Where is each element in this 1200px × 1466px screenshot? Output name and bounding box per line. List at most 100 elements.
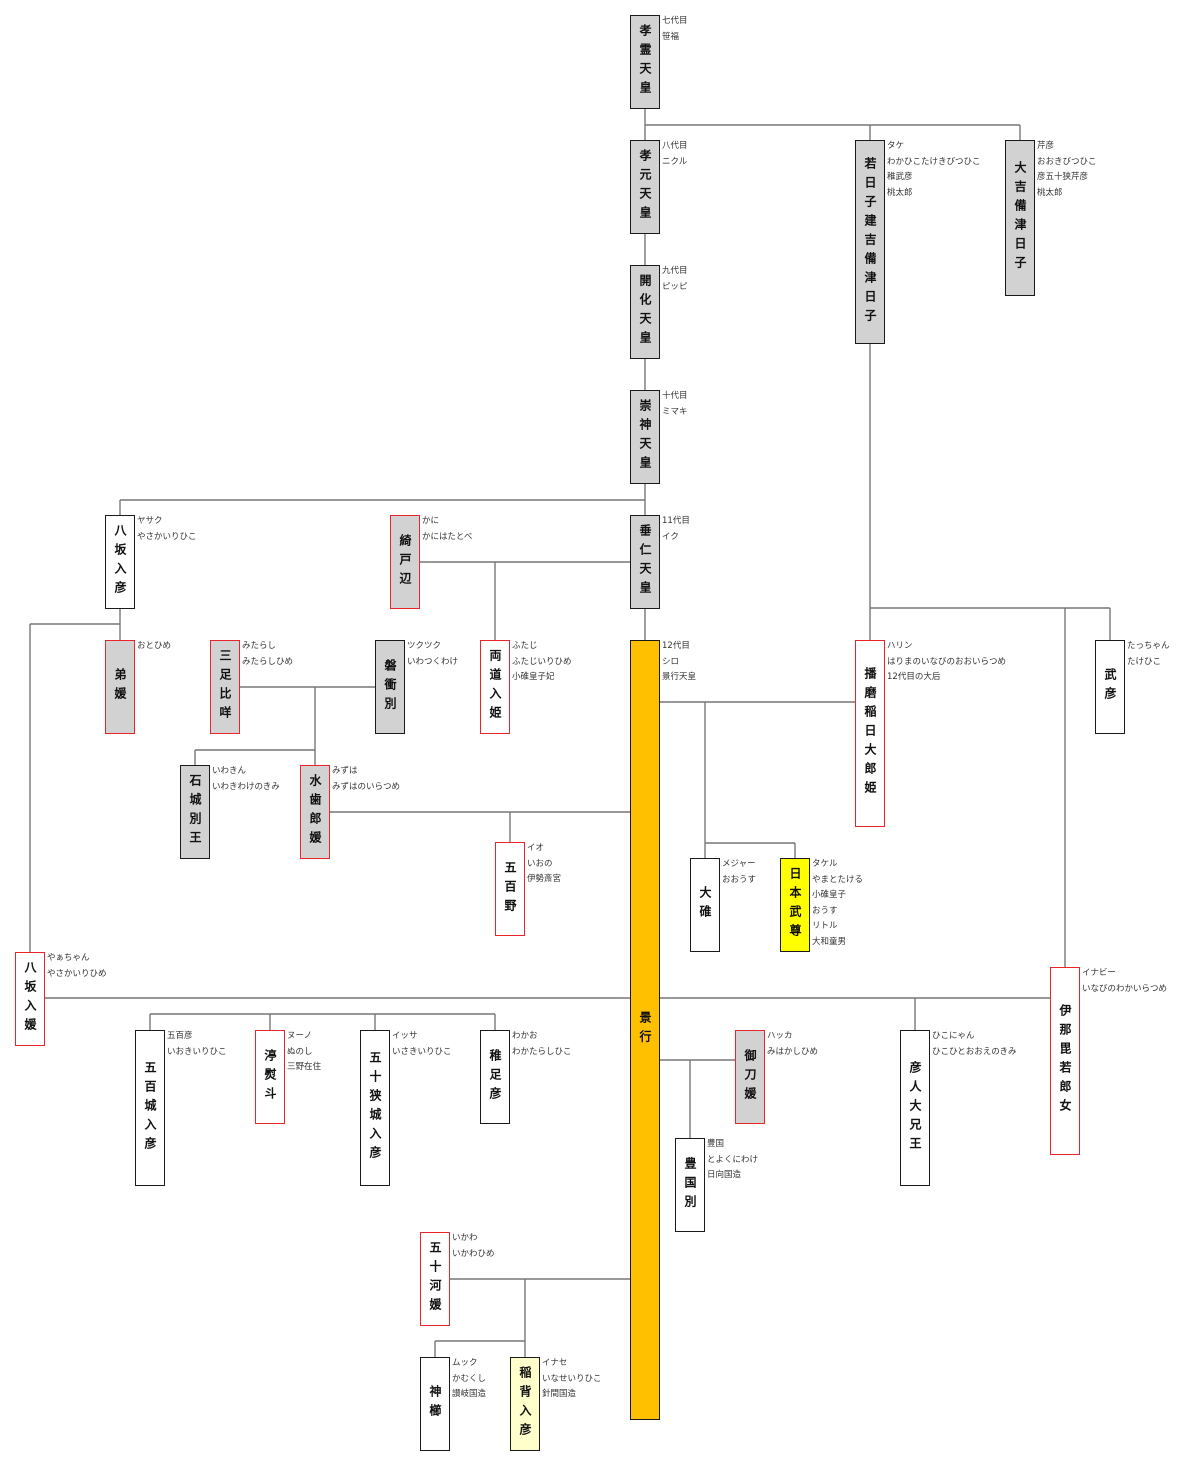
person-box-nunoshi: 渟熨斗 <box>255 1030 285 1124</box>
note-line: ニクル <box>662 156 688 167</box>
person-box-ousu: 大碓 <box>690 858 720 952</box>
note-line: イナセ <box>542 1358 568 1368</box>
person-name: 五十狭城入彦 <box>368 1051 382 1165</box>
person-notes: ハッカみはかしひめ <box>767 1029 818 1060</box>
note-line: ムック <box>452 1358 478 1368</box>
note-line: おとひめ <box>137 641 172 651</box>
person-notes: イナセいなせいりひこ針間国造 <box>542 1356 602 1403</box>
person-name: 稚足彦 <box>488 1048 502 1106</box>
person-name: 景行 <box>638 1011 652 1049</box>
person-notes: 11代目イク <box>662 514 690 545</box>
note-line: タケル <box>812 859 838 869</box>
person-notes: ふたじふたじいりひめ小碓皇子妃 <box>512 639 572 686</box>
note-line: はりまのいなびのおおいらつめ <box>887 656 1007 667</box>
person-notes: かにかにはたとべ <box>422 514 472 545</box>
person-box-ototohime: 弟媛 <box>105 640 135 734</box>
note-line: いわきわけのきみ <box>212 781 280 792</box>
note-line: 笹福 <box>662 31 680 42</box>
person-box-inabi: 伊那毘若郎女 <box>1050 967 1080 1155</box>
note-line: かむくし <box>452 1373 487 1384</box>
note-line: ハリン <box>887 641 913 651</box>
note-line: シロ <box>662 656 680 667</box>
note-line: やぁちゃん <box>47 953 90 963</box>
note-line: イオ <box>527 843 545 853</box>
note-line: 芹彦 <box>1037 141 1055 151</box>
note-line: 稚武彦 <box>887 172 913 182</box>
note-line: みずはのいらつめ <box>332 781 401 792</box>
note-line: いかわ <box>452 1233 478 1243</box>
person-notes: 九代目ピッピ <box>662 264 688 295</box>
person-box-inase: 稲背入彦 <box>510 1357 540 1451</box>
person-name: 御刀媛 <box>743 1048 757 1106</box>
person-box-wakahiko: 若日子建吉備津日子 <box>855 140 885 344</box>
note-line: 五百彦 <box>167 1031 193 1041</box>
person-notes: わかおわかたらしひこ <box>512 1029 572 1060</box>
person-name: 武彦 <box>1103 668 1117 706</box>
note-line: いさきいりひこ <box>392 1046 452 1057</box>
person-name: 孝元天皇 <box>638 149 652 225</box>
note-line: おおきびつひこ <box>1037 156 1097 167</box>
person-box-suinin: 垂仁天皇 <box>630 515 660 609</box>
person-box-iono: 五百野 <box>495 842 525 936</box>
note-line: 讃岐国造 <box>452 1389 487 1399</box>
person-notes: ツクツクいわつくわけ <box>407 639 458 670</box>
person-notes: ひこにゃんひこひとおおえのきみ <box>932 1029 1017 1060</box>
note-line: やさかいりひこ <box>137 531 197 542</box>
person-name: 稲背入彦 <box>518 1366 532 1442</box>
person-name: 磐衝別 <box>383 658 397 716</box>
person-box-yasakairihime: 八坂入媛 <box>15 952 45 1046</box>
person-notes: みたらしみたらしひめ <box>242 639 293 670</box>
person-name: 播磨稲日大郎姫 <box>863 667 877 800</box>
note-line: 豊国 <box>707 1139 725 1149</box>
note-line: 彦五十狭芹彦 <box>1037 172 1089 182</box>
note-line: いわきん <box>212 766 247 776</box>
person-name: 日本武尊 <box>788 867 802 943</box>
note-line: メジャー <box>722 859 756 869</box>
person-name: 綺戸辺 <box>398 533 412 591</box>
note-line: イナビー <box>1082 968 1116 978</box>
note-line: 日向国造 <box>707 1170 742 1180</box>
note-line: たけひこ <box>1127 656 1162 667</box>
note-line: みずは <box>332 766 358 776</box>
note-line: いおの <box>527 858 553 869</box>
person-box-ioki: 五百城入彦 <box>135 1030 165 1186</box>
note-line: 針間国造 <box>542 1389 577 1399</box>
person-name: 両道入姫 <box>488 649 502 725</box>
person-box-ikawa: 五十河媛 <box>420 1232 450 1326</box>
person-box-iwaki: 石城別王 <box>180 765 210 859</box>
person-notes: タケルやまとたける小碓皇子おうすリトル大和童男 <box>812 857 863 950</box>
person-name: 石城別王 <box>188 774 202 850</box>
person-box-kaika: 開化天皇 <box>630 265 660 359</box>
person-name: 孝霊天皇 <box>638 24 652 100</box>
person-name: 五十河媛 <box>428 1241 442 1317</box>
person-box-kanihatatobe: 綺戸辺 <box>390 515 420 609</box>
person-box-mizuha: 水歯郎媛 <box>300 765 330 859</box>
note-line: いなせいりひこ <box>542 1373 602 1384</box>
note-line: ツクツク <box>407 641 442 651</box>
person-notes: 八代目ニクル <box>662 139 688 170</box>
person-box-koryo: 孝霊天皇 <box>630 15 660 109</box>
note-line: みたらしひめ <box>242 656 294 667</box>
note-line: いなびのわかいらつめ <box>1082 983 1168 994</box>
person-name: 八坂入彦 <box>113 524 127 600</box>
person-box-iwatsukuwake: 磐衝別 <box>375 640 405 734</box>
person-notes: タケわかひこたけきびつひこ稚武彦桃太郎 <box>887 139 981 201</box>
person-name: 五百城入彦 <box>143 1060 157 1156</box>
person-notes: 七代目笹福 <box>662 14 688 45</box>
person-box-takehiko: 武彦 <box>1095 640 1125 734</box>
person-name: 伊那毘若郎女 <box>1058 1004 1072 1118</box>
person-notes: 芹彦おおきびつひこ彦五十狭芹彦桃太郎 <box>1037 139 1097 201</box>
person-box-kogen: 孝元天皇 <box>630 140 660 234</box>
person-box-mitarashi: 三足比咩 <box>210 640 240 734</box>
person-name: 弟媛 <box>113 668 127 706</box>
note-line: いわつくわけ <box>407 656 459 667</box>
note-line: とよくにわけ <box>707 1154 759 1165</box>
note-line: ひこにゃん <box>932 1031 975 1041</box>
person-box-yasakairihiko: 八坂入彦 <box>105 515 135 609</box>
note-line: ハッカ <box>767 1031 793 1041</box>
person-box-wakatarashi: 稚足彦 <box>480 1030 510 1124</box>
person-name: 神櫛 <box>428 1385 442 1423</box>
person-box-harima: 播磨稲日大郎姫 <box>855 640 885 827</box>
note-line: おうす <box>812 905 838 916</box>
